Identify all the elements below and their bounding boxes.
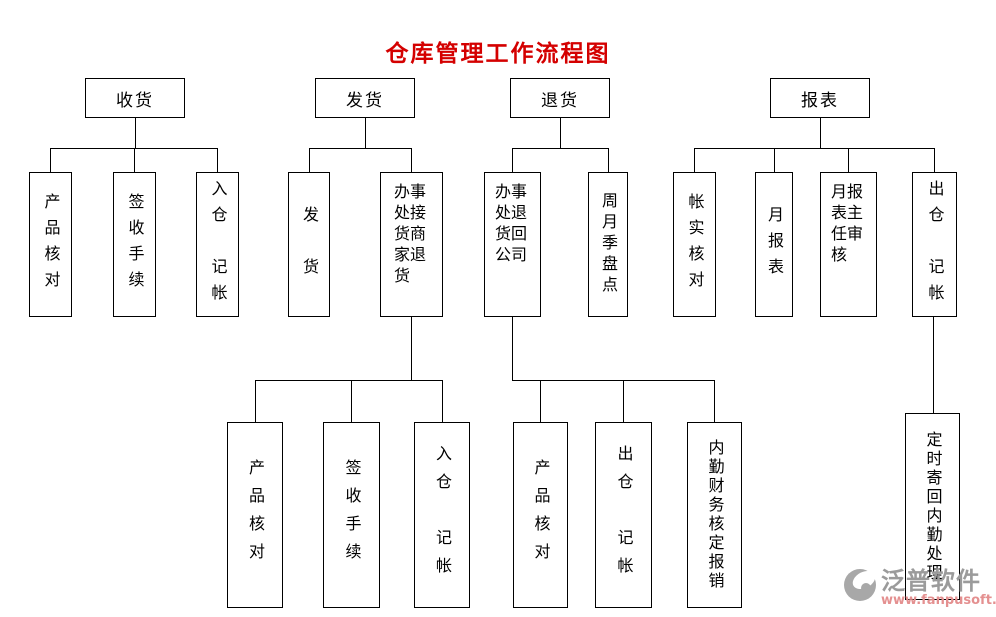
- node-label: 入仓 记帐: [433, 445, 452, 585]
- connector: [50, 148, 51, 172]
- connector: [560, 118, 561, 148]
- node-label: 报表: [801, 90, 839, 111]
- node-office-return-to-company: 办事处退货回公司: [484, 172, 541, 317]
- connector: [512, 148, 513, 172]
- connector: [365, 118, 366, 148]
- connector: [309, 148, 310, 172]
- node-book-vs-physical-check: 帐实核对: [673, 172, 716, 317]
- node-label: 签收手续: [125, 192, 145, 297]
- connector: [512, 380, 715, 381]
- node-label: 周月季盘点: [599, 192, 618, 297]
- connector: [217, 148, 218, 172]
- connector: [608, 148, 609, 172]
- connector: [512, 317, 513, 380]
- connector: [774, 148, 775, 172]
- node-scheduled-mail-back-to-office: 定时寄回内勤处理: [905, 413, 960, 600]
- connector: [933, 317, 934, 413]
- connector: [512, 148, 609, 149]
- watermark-brand: 泛普软件: [881, 567, 981, 595]
- node-inbound-bookkeeping: 入仓 记帐: [196, 172, 239, 317]
- connector: [623, 380, 624, 422]
- node-label: 发 货: [300, 205, 319, 284]
- connector: [540, 380, 541, 422]
- node-monthly-report: 月报表: [755, 172, 793, 317]
- node-label: 月报表: [765, 205, 784, 284]
- node-outbound-bookkeeping: 出仓 记帐: [912, 172, 957, 317]
- connector: [309, 148, 412, 149]
- connector: [351, 380, 352, 422]
- connector: [411, 148, 412, 172]
- node-office-merchant-returns: 办事处接货商家退货: [380, 172, 443, 317]
- page-title: 仓库管理工作流程图: [385, 41, 611, 67]
- connector: [442, 380, 443, 422]
- connector: [134, 148, 135, 172]
- connector: [714, 380, 715, 422]
- node-signoff-procedure: 签收手续: [113, 172, 156, 317]
- node-finance-expense-approval: 内勤财务核定报销: [687, 422, 742, 608]
- node-reports: 报表: [770, 78, 870, 118]
- node-returns: 退货: [510, 78, 610, 118]
- connector: [694, 148, 695, 172]
- connector: [694, 148, 935, 149]
- node-label: 签收手续: [342, 459, 362, 571]
- node-ship-goods: 发 货: [288, 172, 330, 317]
- node-shipping: 发货: [315, 78, 415, 118]
- connector: [255, 380, 256, 422]
- node-label: 办事处接货商家退货: [394, 182, 427, 285]
- node-label: 帐实核对: [685, 192, 705, 297]
- node-label: 入仓 记帐: [208, 179, 228, 310]
- node-inbound-bookkeeping: 入仓 记帐: [414, 422, 470, 608]
- node-label: 出仓 记帐: [614, 445, 634, 585]
- connector: [135, 118, 136, 148]
- connector: [820, 118, 821, 148]
- node-label: 产品核对: [246, 459, 265, 571]
- connector: [255, 380, 443, 381]
- connector: [848, 148, 849, 172]
- node-periodic-stocktake: 周月季盘点: [588, 172, 628, 317]
- node-label: 办事处退货回公司: [495, 182, 528, 264]
- node-label: 定时寄回内勤处理: [923, 430, 943, 583]
- node-label: 月报表主任审核: [831, 182, 864, 264]
- node-product-check: 产品核对: [29, 172, 72, 317]
- connector: [934, 148, 935, 172]
- fanpu-logo-icon: [844, 569, 876, 601]
- node-label: 产品核对: [41, 192, 61, 297]
- node-label: 内勤财务核定报销: [705, 439, 725, 591]
- node-signoff-procedure: 签收手续: [323, 422, 380, 608]
- node-receiving: 收货: [85, 78, 185, 118]
- node-label: 退货: [541, 90, 579, 111]
- node-product-check: 产品核对: [513, 422, 568, 608]
- node-label: 出仓 记帐: [925, 179, 945, 310]
- node-monthly-report-director-review: 月报表主任审核: [820, 172, 877, 317]
- node-label: 产品核对: [531, 459, 551, 571]
- watermark-url: www.fanpusoft.com: [881, 593, 996, 608]
- watermark: 泛普软件 www.fanpusoft.com: [843, 568, 996, 608]
- connector: [411, 317, 412, 380]
- node-product-check: 产品核对: [227, 422, 283, 608]
- watermark-text: 泛普软件 www.fanpusoft.com: [881, 568, 996, 608]
- node-outbound-bookkeeping: 出仓 记帐: [595, 422, 652, 608]
- node-label: 收货: [116, 90, 154, 111]
- node-label: 发货: [346, 90, 384, 111]
